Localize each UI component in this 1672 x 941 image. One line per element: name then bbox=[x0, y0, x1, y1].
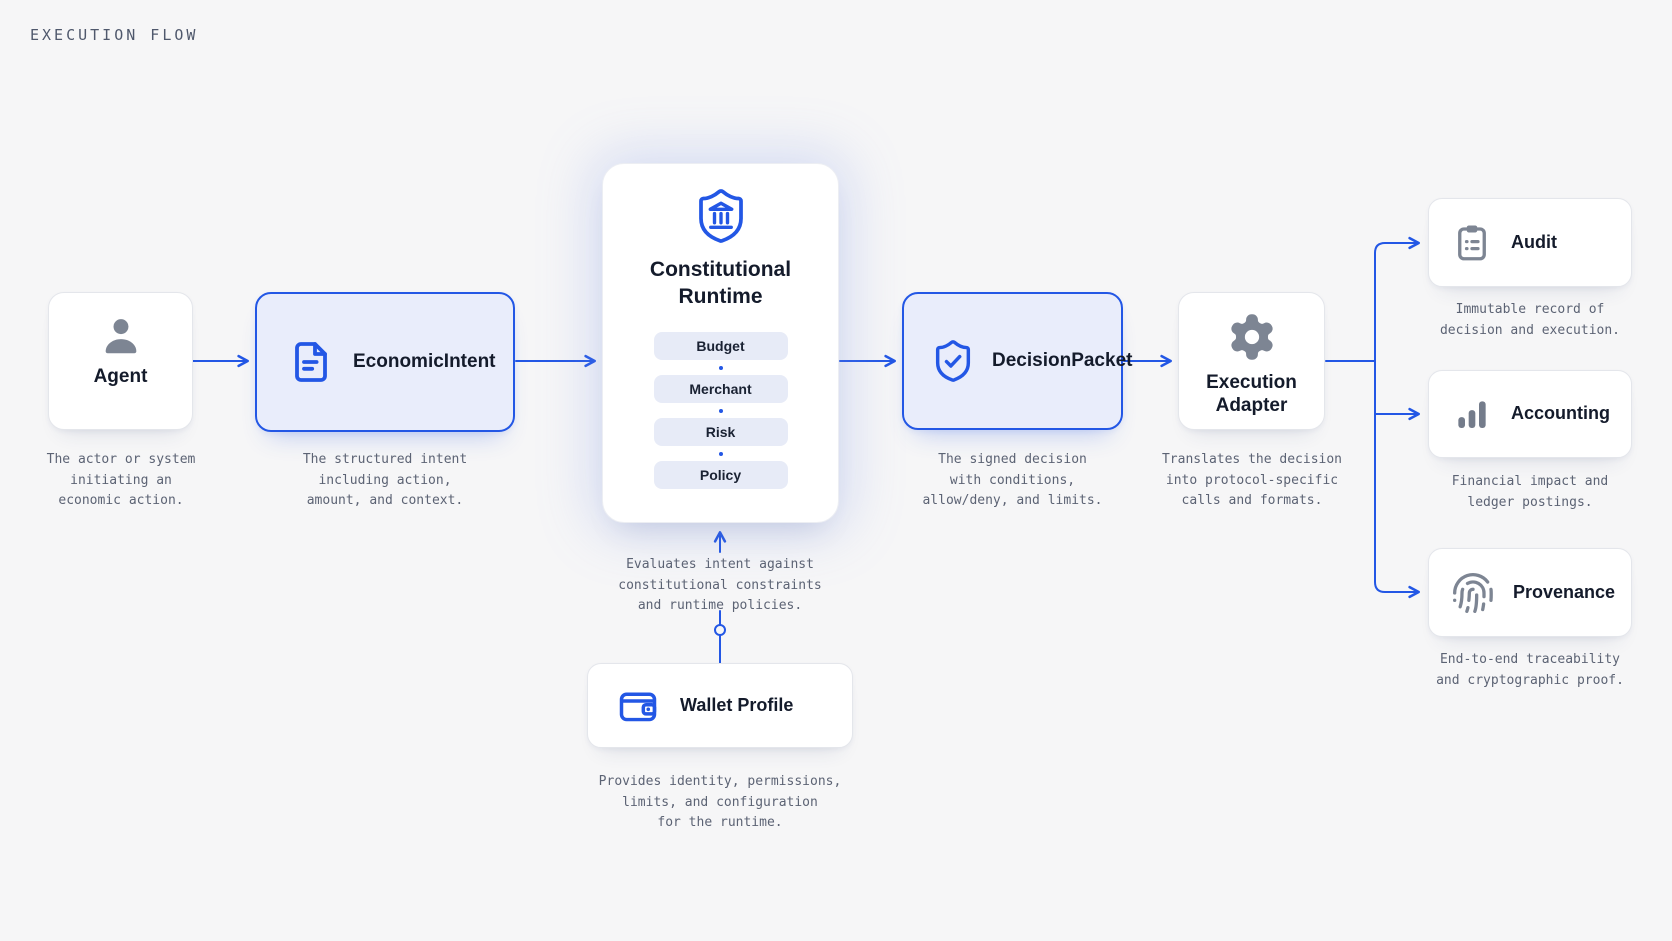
runtime-policy-pills: Budget Merchant Risk Policy bbox=[653, 332, 788, 489]
arrow-to-provenance bbox=[1374, 359, 1420, 599]
node-label-accounting: Accounting bbox=[1511, 403, 1610, 424]
node-accounting: Accounting bbox=[1428, 370, 1632, 458]
node-label-audit: Audit bbox=[1511, 231, 1557, 252]
node-wallet-profile: Wallet Profile bbox=[587, 663, 853, 748]
agent-description: The actor or system initiating an econom… bbox=[46, 452, 196, 508]
document-icon bbox=[287, 338, 335, 386]
node-label-decision-packet: DecisionPacket bbox=[992, 350, 1133, 372]
node-audit: Audit bbox=[1428, 198, 1632, 287]
accounting-description: Financial impact and ledger postings. bbox=[1451, 474, 1609, 510]
pill-budget: Budget bbox=[653, 332, 788, 360]
pill-merchant: Merchant bbox=[653, 375, 788, 403]
execution-adapter-description: Translates the decision into protocol-sp… bbox=[1161, 452, 1342, 508]
wallet-profile-description: Provides identity, permissions, limits, … bbox=[598, 774, 842, 830]
pill-separator-dot bbox=[718, 365, 723, 370]
fingerprint-icon bbox=[1451, 571, 1495, 615]
arrow-to-audit bbox=[1374, 236, 1420, 363]
diagram-title: EXECUTION FLOW bbox=[30, 26, 199, 44]
node-decision-packet: DecisionPacket bbox=[902, 292, 1132, 430]
user-icon bbox=[98, 313, 144, 359]
pill-policy: Policy bbox=[653, 461, 788, 489]
node-provenance: Provenance bbox=[1428, 548, 1632, 637]
shield-bank-icon bbox=[691, 186, 751, 246]
wallet-icon bbox=[616, 684, 660, 728]
node-label-provenance: Provenance bbox=[1513, 581, 1616, 602]
node-agent: Agent bbox=[48, 292, 193, 430]
node-label-agent: Agent bbox=[93, 366, 148, 387]
node-label-execution-adapter: Execution Adapter bbox=[1206, 372, 1297, 417]
clipboard-icon bbox=[1451, 222, 1493, 264]
decision-packet-description: The signed decision with conditions, all… bbox=[922, 452, 1103, 508]
node-constitutional-runtime: Constitutional Runtime Budget Merchant R… bbox=[602, 163, 839, 523]
shield-check-icon bbox=[930, 338, 976, 384]
pill-separator-dot bbox=[718, 451, 723, 456]
runtime-note: Evaluates intent against constitutional … bbox=[618, 557, 822, 613]
audit-description: Immutable record of decision and executi… bbox=[1439, 302, 1620, 338]
economic-intent-description: The structured intent including action, … bbox=[302, 452, 468, 508]
node-label-wallet-profile: Wallet Profile bbox=[680, 694, 794, 715]
pill-separator-dot bbox=[718, 408, 723, 413]
pill-risk: Risk bbox=[653, 418, 788, 446]
node-economic-intent: EconomicIntent bbox=[255, 292, 515, 432]
node-label-economic-intent: EconomicIntent bbox=[353, 351, 496, 373]
gear-icon bbox=[1226, 311, 1278, 363]
node-label-constitutional-runtime: Constitutional Runtime bbox=[649, 258, 792, 308]
provenance-description: End-to-end traceability and cryptographi… bbox=[1436, 652, 1624, 688]
bar-chart-icon bbox=[1451, 393, 1493, 435]
node-execution-adapter: Execution Adapter bbox=[1178, 292, 1325, 430]
wallet-connector-ring bbox=[714, 624, 726, 636]
